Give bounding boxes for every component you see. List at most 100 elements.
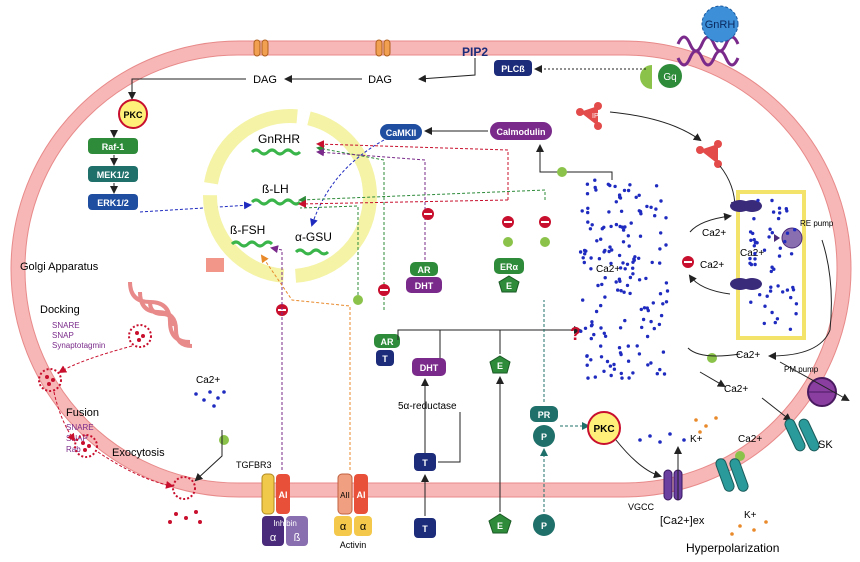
calcium-dot <box>640 325 644 330</box>
calcium-dot <box>612 362 616 367</box>
calcium-dot <box>605 359 610 364</box>
camkii-label: CaMKII <box>386 128 417 138</box>
calcium-dot <box>657 322 662 327</box>
calcium-dot <box>789 252 794 256</box>
calcium-dot <box>753 262 757 267</box>
calcium-dot <box>661 302 665 306</box>
calcium-dot <box>620 376 624 380</box>
calcium-dot <box>616 288 620 292</box>
calcium-dot <box>623 225 627 229</box>
calcium-dot <box>581 256 585 260</box>
dht-box-1 <box>406 277 442 293</box>
calcium-dot <box>609 261 613 266</box>
calcium-dot <box>793 228 797 232</box>
calcium-dot <box>791 288 796 292</box>
activin-alpha-1: α <box>340 521 347 533</box>
docking-syn: Synaptotagmin <box>52 341 105 350</box>
calcium-dot <box>619 371 623 376</box>
calcium-dot <box>599 303 603 308</box>
calcium-dot <box>582 260 586 265</box>
raf1-box <box>88 138 138 154</box>
calcium-dot <box>607 249 611 254</box>
calcium-dot <box>618 326 623 330</box>
ip3-receptor-icon <box>730 200 762 290</box>
calcium-dot <box>614 280 618 284</box>
calcium-dot <box>645 306 649 310</box>
calcium-dot <box>590 323 594 327</box>
calcium-dot <box>658 247 662 251</box>
calcium-dot <box>758 293 762 297</box>
gnrh-label: GnRH <box>705 19 736 31</box>
calcium-dot <box>621 261 625 265</box>
t-box-small <box>376 350 394 366</box>
hyperpolarization-label: Hyperpolarization <box>686 541 779 555</box>
calcium-dot <box>769 269 773 274</box>
fusion-snare: SNARE <box>66 423 94 432</box>
calcium-dot <box>621 240 626 244</box>
calcium-dot <box>785 288 790 292</box>
calcium-dot <box>633 255 637 259</box>
progesterone-mid <box>533 425 555 447</box>
bfsh-label: ß-FSH <box>230 223 265 237</box>
t-inner-label: T <box>422 458 428 468</box>
ai-label-2: AI <box>357 490 366 500</box>
t-small-label: T <box>382 354 388 364</box>
calcium-dot <box>649 205 653 209</box>
ar-label-1: AR <box>418 265 431 275</box>
vesicle-budding <box>206 258 224 272</box>
calcium-dot <box>664 281 669 285</box>
calcium-dot <box>586 220 590 224</box>
ar-box-2 <box>374 334 400 348</box>
ai-receptor-1 <box>276 474 290 514</box>
erk-box <box>88 194 138 210</box>
calcium-dot <box>610 248 614 252</box>
era-label: ERα <box>500 262 519 272</box>
calcium-dot <box>585 363 589 367</box>
blh-label: ß-LH <box>262 182 289 196</box>
calcium-dot <box>586 376 590 380</box>
calcium-dot <box>618 195 622 199</box>
calcium-dot <box>579 329 583 333</box>
calcium-dot <box>597 257 602 261</box>
calcium-dot <box>634 195 638 199</box>
calcium-dot <box>607 210 611 214</box>
tgfbr3-receptor <box>261 473 275 515</box>
calcium-dot <box>585 192 590 196</box>
calcium-dot <box>768 227 772 231</box>
ip3-molecule-2 <box>696 140 722 168</box>
calcium-dot <box>582 248 587 253</box>
dag-label-1: DAG <box>253 74 277 86</box>
calcium-dot <box>618 266 623 270</box>
activin-alpha-2: α <box>360 521 367 533</box>
ar-box-1 <box>410 262 438 276</box>
calcium-dot <box>664 216 668 220</box>
calcium-dot <box>646 363 650 367</box>
t-box-inner <box>414 453 436 471</box>
channel-icon <box>253 39 391 57</box>
aii-receptor <box>337 473 353 515</box>
calcium-dot <box>599 237 603 241</box>
k-label-in: K+ <box>690 434 703 445</box>
calcium-dot <box>753 241 758 245</box>
tgfbr3-label: TGFBR3 <box>236 460 272 470</box>
bfsh-gene <box>230 240 274 248</box>
calcium-dot <box>619 209 624 213</box>
inhibin-beta <box>286 516 308 546</box>
inhibin-label: Inhibin <box>273 519 297 528</box>
calcium-dot <box>783 239 787 244</box>
aii-label: AII <box>340 491 350 500</box>
ip3-molecule: IP3 <box>576 102 603 130</box>
calcium-dot <box>628 291 632 296</box>
calcium-dot <box>775 317 780 321</box>
calcium-dot <box>658 261 662 265</box>
calcium-dot <box>788 327 793 331</box>
calcium-dot <box>600 282 604 287</box>
calcium-dot <box>637 209 641 213</box>
estrogen-mid <box>489 355 511 374</box>
calcium-dot <box>776 284 780 288</box>
calcium-dot <box>661 350 666 354</box>
calcium-dot <box>589 336 593 341</box>
activin-a2 <box>354 516 372 536</box>
calcium-dot <box>603 295 607 299</box>
calcium-dot <box>655 372 659 376</box>
